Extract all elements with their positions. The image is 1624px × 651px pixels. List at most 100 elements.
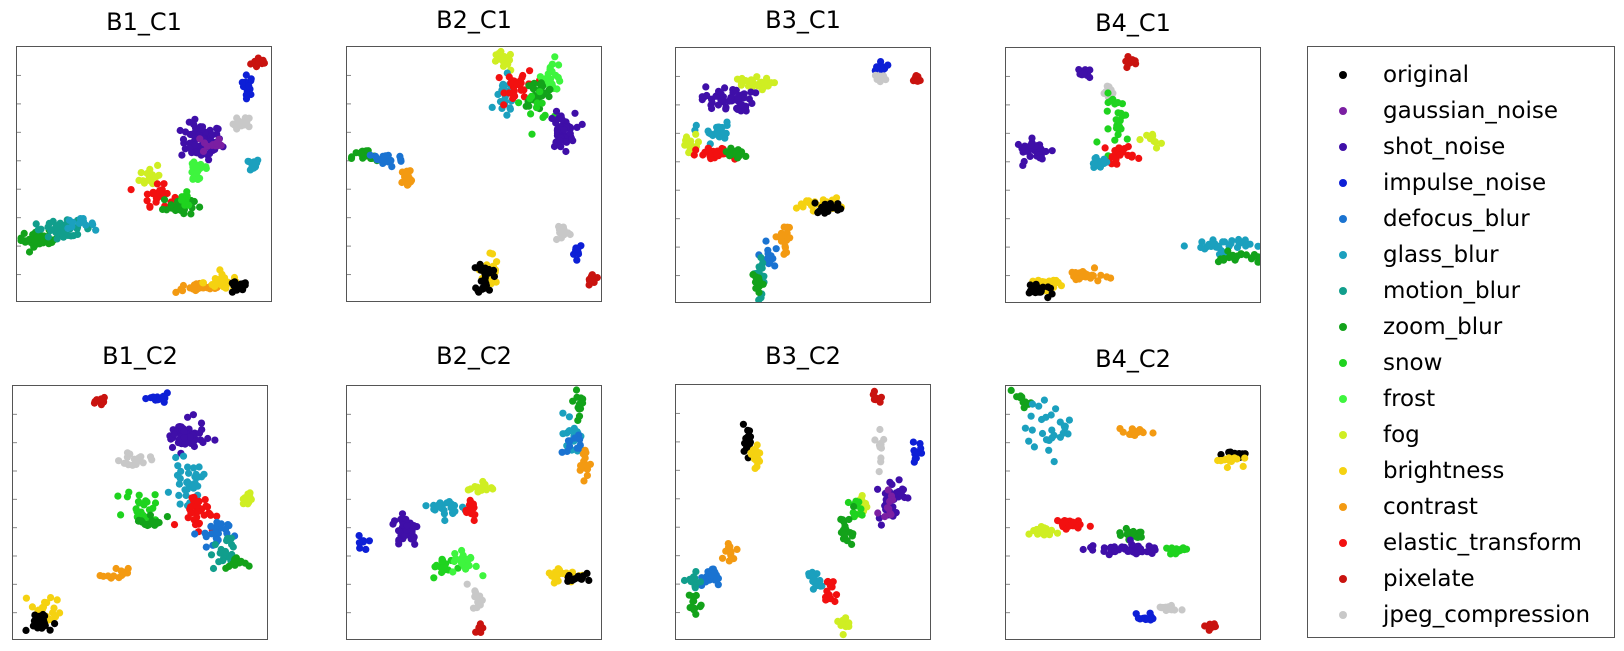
subplot-plot-area xyxy=(1006,53,1260,302)
scatter-point xyxy=(403,167,411,175)
scatter-point xyxy=(1100,547,1108,555)
scatter-point xyxy=(566,129,574,138)
scatter-point xyxy=(552,107,561,115)
scatter-point xyxy=(1201,245,1209,253)
scatter-point xyxy=(533,99,541,107)
scatter-point xyxy=(1025,437,1033,445)
scatter-point xyxy=(1234,237,1242,245)
scatter-point xyxy=(839,631,847,639)
scatter-point xyxy=(1144,615,1152,623)
scatter-point xyxy=(738,101,746,109)
scatter-point xyxy=(1082,273,1090,281)
scatter-point xyxy=(1122,57,1130,65)
scatter-point xyxy=(221,547,230,556)
scatter-point xyxy=(213,139,221,147)
scatter-point xyxy=(438,557,446,565)
scatter-point xyxy=(204,434,212,443)
legend-item: pixelate xyxy=(1308,563,1614,599)
scatter-point xyxy=(1120,145,1129,153)
scatter-point xyxy=(1150,544,1158,552)
scatter-point xyxy=(443,499,451,507)
scatter-point xyxy=(749,271,757,279)
scatter-point xyxy=(757,254,765,262)
scatter-point xyxy=(1056,433,1064,441)
scatter-point xyxy=(723,118,731,126)
scatter-point xyxy=(154,161,162,169)
scatter-point xyxy=(184,514,192,522)
scatter-point xyxy=(1025,289,1033,297)
scatter-point xyxy=(1052,405,1060,413)
scatter-point xyxy=(1103,107,1111,115)
scatter-point xyxy=(1044,294,1052,302)
scatter-point xyxy=(398,510,407,518)
scatter-point xyxy=(1091,160,1099,168)
legend-label: brightness xyxy=(1383,458,1505,484)
scatter-point xyxy=(1028,400,1037,408)
scatter-point xyxy=(41,612,49,620)
legend-label: glass_blur xyxy=(1383,242,1499,268)
scatter-point xyxy=(64,224,72,232)
scatter-point xyxy=(236,281,244,289)
legend-label: elastic_transform xyxy=(1383,530,1582,556)
scatter-point xyxy=(565,413,573,421)
scatter-point xyxy=(877,458,885,466)
scatter-point xyxy=(1026,152,1034,160)
scatter-point xyxy=(440,510,448,518)
scatter-point xyxy=(463,580,471,588)
legend-marker xyxy=(1339,179,1347,187)
legend-item: elastic_transform xyxy=(1308,527,1614,563)
scatter-point xyxy=(1111,136,1119,144)
scatter-point xyxy=(20,229,28,237)
scatter-point xyxy=(172,453,180,462)
scatter-point xyxy=(574,245,582,253)
scatter-point xyxy=(178,151,186,159)
scatter-point xyxy=(1124,151,1132,159)
scatter-point xyxy=(119,568,127,576)
scatter-point xyxy=(1087,543,1095,552)
scatter-point xyxy=(1042,147,1050,156)
scatter-point xyxy=(196,203,204,211)
scatter-point xyxy=(365,537,373,545)
scatter-point xyxy=(578,120,586,128)
scatter-point xyxy=(1035,402,1043,410)
scatter-point xyxy=(764,82,772,90)
scatter-point xyxy=(229,543,237,551)
scatter-point xyxy=(245,114,253,122)
scatter-point xyxy=(389,520,397,528)
legend-item: zoom_blur xyxy=(1308,311,1614,347)
scatter-point xyxy=(1042,436,1051,444)
scatter-point xyxy=(884,486,892,494)
scatter-point xyxy=(1180,242,1188,250)
scatter-point xyxy=(488,103,496,111)
scatter-point xyxy=(476,620,484,628)
scatter-point xyxy=(447,504,455,512)
scatter-point xyxy=(1116,531,1125,539)
scatter-point xyxy=(206,510,214,518)
scatter-point xyxy=(680,576,689,585)
scatter-point xyxy=(1094,277,1102,285)
scatter-point xyxy=(692,130,700,138)
scatter-point xyxy=(579,450,587,458)
scatter-point xyxy=(572,386,581,394)
scatter-point xyxy=(372,152,380,160)
scatter-point xyxy=(1021,424,1029,432)
legend: original gaussian_noise shot_noise impul… xyxy=(1307,46,1615,638)
scatter-point xyxy=(202,543,210,551)
scatter-point xyxy=(1061,422,1069,430)
scatter-point xyxy=(874,509,882,517)
legend-item: contrast xyxy=(1308,491,1614,527)
scatter-point xyxy=(213,512,221,520)
scatter-point xyxy=(814,209,822,217)
scatter-point xyxy=(46,626,54,634)
scatter-point xyxy=(873,63,881,71)
scatter-point xyxy=(28,603,36,611)
scatter-point xyxy=(493,258,501,266)
scatter-point xyxy=(185,201,193,209)
scatter-point xyxy=(135,176,143,184)
scatter-point xyxy=(495,74,503,82)
scatter-point xyxy=(1020,404,1028,412)
scatter-point xyxy=(805,570,813,578)
scatter-point xyxy=(826,582,834,590)
scatter-point xyxy=(189,163,197,171)
scatter-point xyxy=(751,464,759,472)
